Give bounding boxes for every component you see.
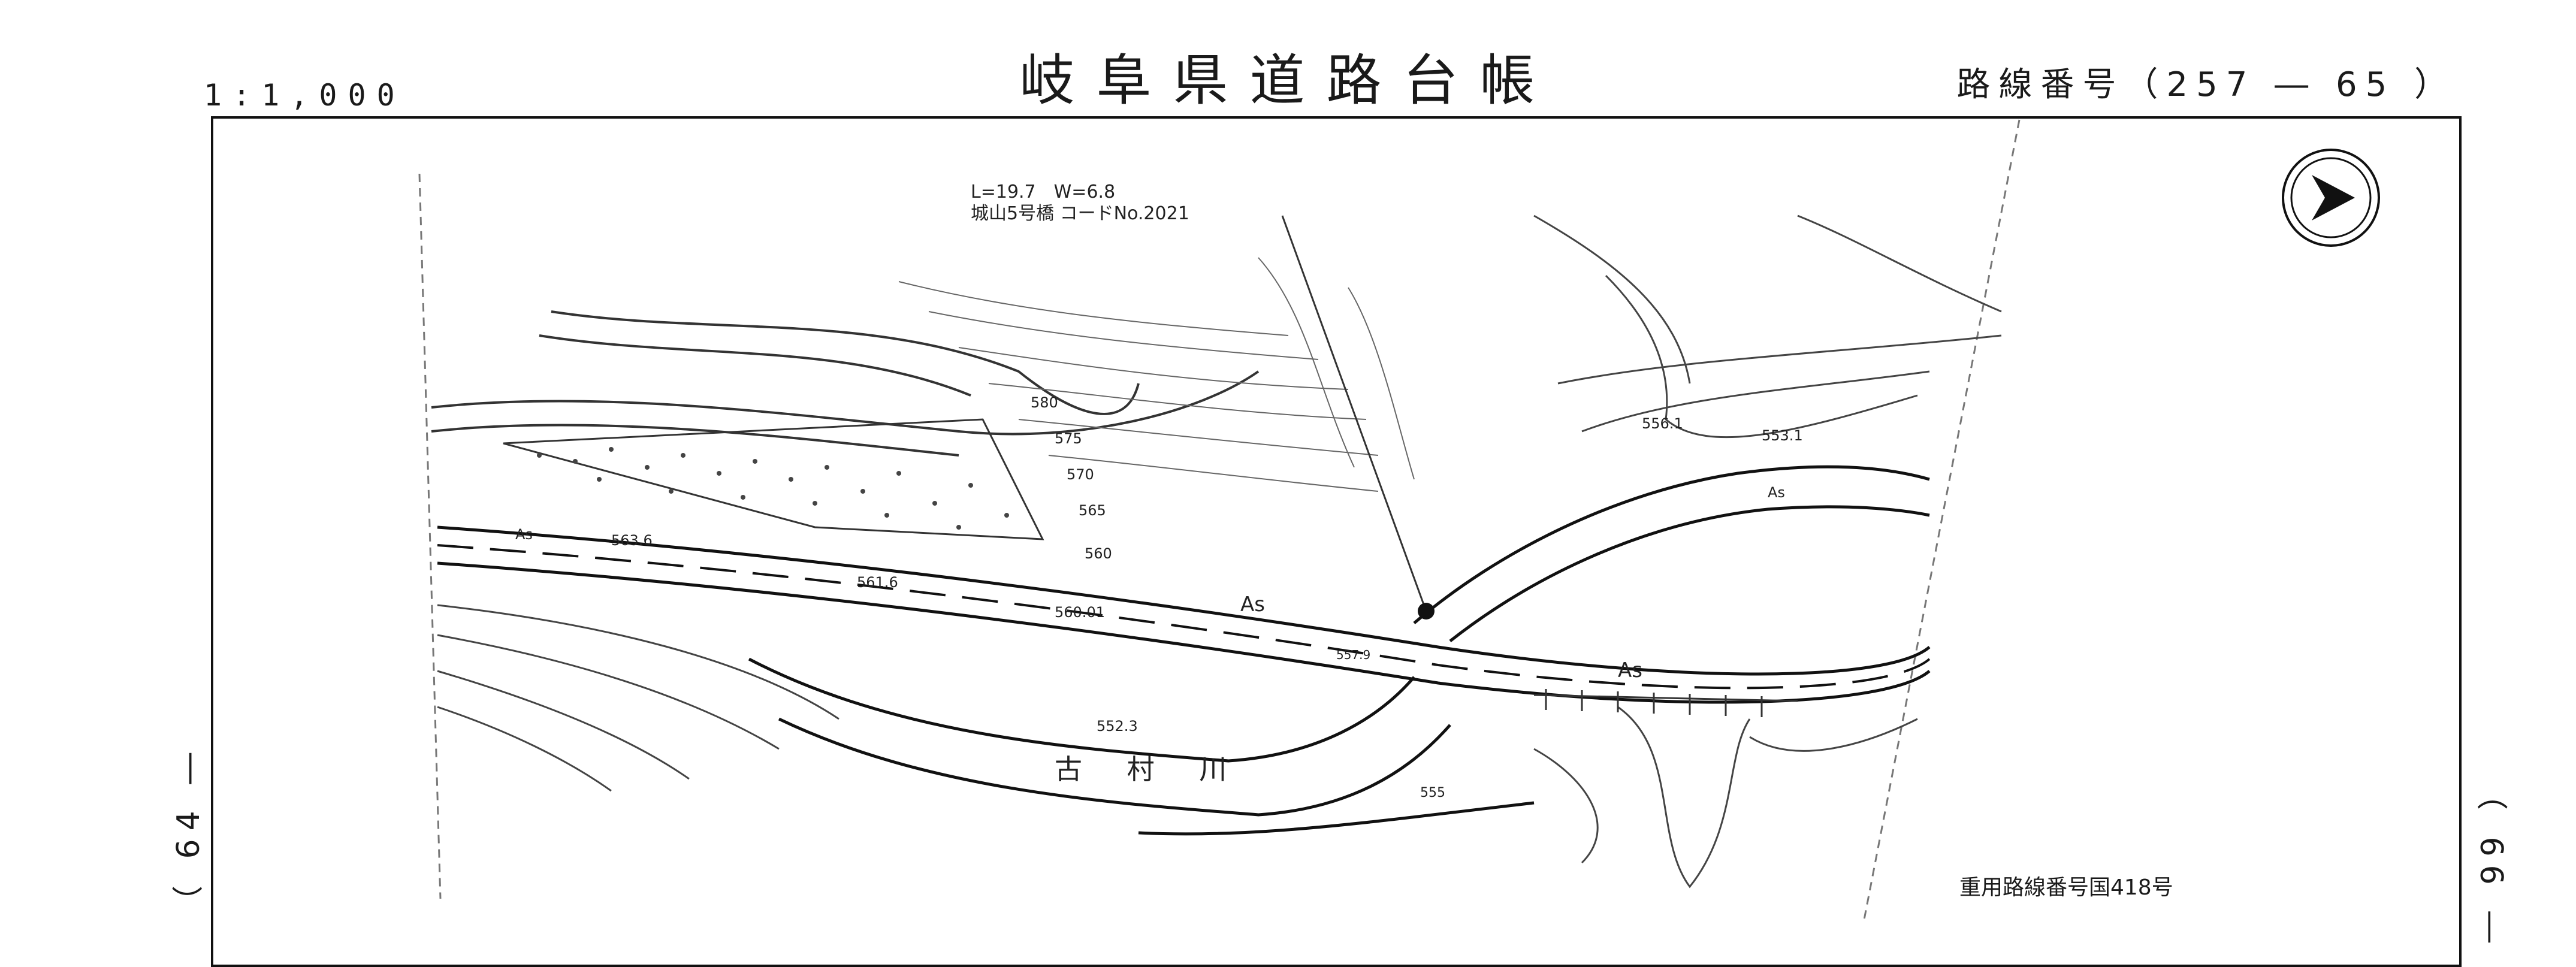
survey-edge-right (1862, 119, 2021, 923)
contour-label: 552.3 (1097, 718, 1138, 735)
contour-label: 565 (1079, 502, 1106, 519)
contour-label: 557.9 (1336, 648, 1370, 662)
contour-label: 560 (1085, 545, 1112, 562)
overlap-route-label: 重用路線番号国418号 (1959, 875, 2173, 900)
bridge-name-label: 城山5号橋 コードNo.2021 (971, 203, 1189, 224)
surface-label: As (1618, 658, 1642, 682)
contour-label: 555 (1420, 785, 1445, 800)
contours-right (1533, 214, 2002, 889)
adjacent-sheet-left: （ 64 ― (157, 745, 235, 917)
contour-label: 570 (1067, 466, 1094, 483)
contour-label: 575 (1055, 430, 1082, 447)
contour-label: 561.6 (857, 574, 898, 591)
map-title: 岐阜県道路台帳 (1019, 49, 1557, 113)
route-number: 路線番号（257 ― 65 ） (1956, 65, 2456, 104)
adjacent-sheet-right: （ 66 ― (2473, 779, 2535, 951)
surface-label: As (1768, 484, 1785, 501)
contours-lower-left (437, 604, 839, 792)
retaining-wall (1533, 689, 1798, 717)
contour-label: 580 (1031, 394, 1058, 411)
contour-label: 563.6 (611, 532, 653, 549)
river (748, 657, 1535, 836)
surface-label: As (1240, 593, 1265, 617)
adjacent-sheet-left-label: （ 64 ― (171, 744, 207, 917)
north-arrow-icon (2282, 149, 2380, 247)
surface-label: As (515, 526, 533, 543)
survey-edge-left (418, 173, 442, 899)
adjacent-sheet-right-label: （ 66 ― (2473, 779, 2509, 951)
contours-upper-hatching (898, 257, 1415, 492)
contours-upper-left (431, 310, 1260, 457)
road-branch (1413, 465, 1930, 642)
bridge-dims-label: L=19.7 W=6.8 (971, 182, 1115, 203)
bridge-leader-line (1281, 215, 1427, 612)
map-scale: 1:1,000 (204, 78, 406, 113)
contour-label: 556.1 (1642, 415, 1683, 432)
bridge-marker (1418, 603, 1435, 620)
contour-label: 560.01 (1055, 604, 1105, 621)
contour-label: 553.1 (1762, 427, 1803, 444)
road-ledger-map: L=19.7 W=6.8 城山5号橋 コードNo.2021 古 村 川 As A… (418, 119, 2380, 923)
river-label: 古 村 川 (1055, 753, 1245, 785)
dotted-slope (503, 418, 1044, 540)
road-main (437, 525, 1931, 704)
